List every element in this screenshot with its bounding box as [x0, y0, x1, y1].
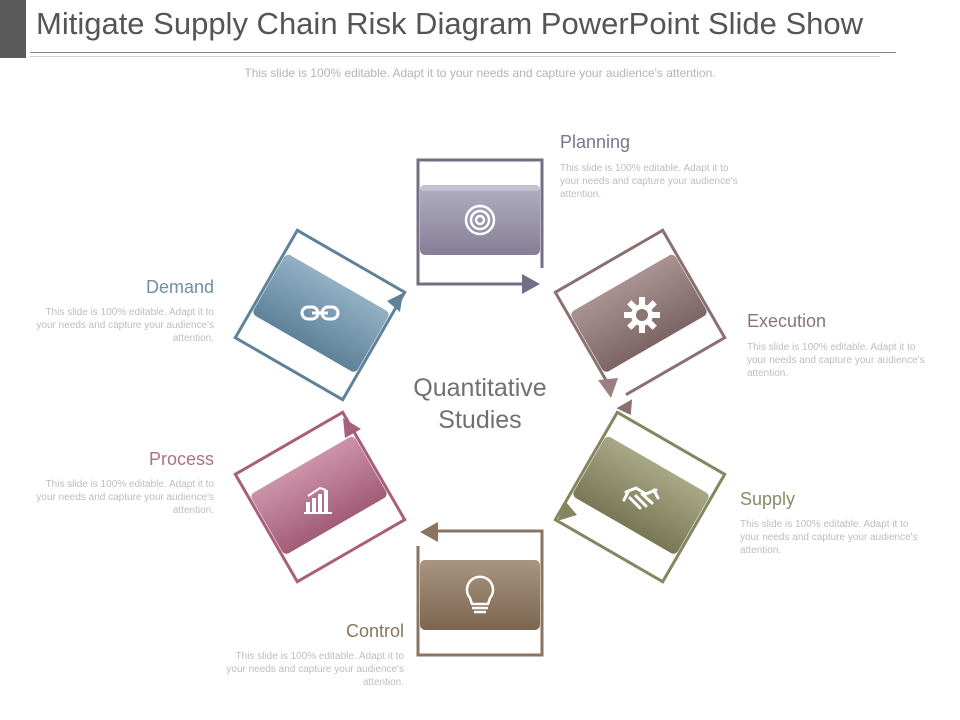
title-divider-secondary	[30, 56, 880, 57]
bar-chart-icon	[304, 486, 332, 514]
execution-arrow	[598, 378, 618, 398]
planning-arrow	[522, 274, 540, 294]
lightbulb-icon	[465, 575, 495, 614]
planning-segment	[416, 158, 548, 298]
control-description: This slide is 100% editable. Adapt it to…	[226, 651, 404, 688]
control-arrow	[420, 522, 438, 542]
control-segment	[412, 520, 544, 657]
center-label: Quantitative Studies	[380, 372, 580, 436]
execution-description: This slide is 100% editable. Adapt it to…	[747, 342, 925, 379]
center-line-1: Quantitative	[413, 374, 547, 402]
title-accent-bar	[0, 0, 26, 58]
supply-card	[573, 436, 709, 554]
supply-arrow	[557, 502, 577, 521]
supply-description: This slide is 100% editable. Adapt it to…	[740, 519, 918, 556]
target-icon	[464, 204, 496, 236]
gear-icon	[624, 297, 660, 333]
process-description: This slide is 100% editable. Adapt it to…	[36, 479, 214, 516]
chain-link-icon	[300, 305, 340, 321]
control-card	[420, 560, 540, 630]
demand-label: Demand	[145, 277, 214, 297]
process-label: Process	[148, 449, 214, 469]
planning-card	[420, 185, 540, 255]
execution-label: Execution	[747, 311, 827, 331]
supply-segment	[553, 410, 727, 584]
control-label: Control	[345, 621, 404, 641]
planning-description: This slide is 100% editable. Adapt it to…	[560, 163, 738, 200]
title-divider	[30, 52, 896, 53]
center-line-2: Studies	[438, 406, 522, 434]
supply-label: Supply	[740, 489, 796, 509]
demand-description: This slide is 100% editable. Adapt it to…	[36, 307, 214, 344]
slide-title: Mitigate Supply Chain Risk Diagram Power…	[36, 6, 864, 41]
slide-subtitle: This slide is 100% editable. Adapt it to…	[244, 66, 716, 80]
process-arrow	[343, 418, 361, 438]
planning-label: Planning	[560, 132, 631, 152]
handshake-icon	[622, 486, 660, 510]
demand-arrow	[387, 293, 403, 312]
